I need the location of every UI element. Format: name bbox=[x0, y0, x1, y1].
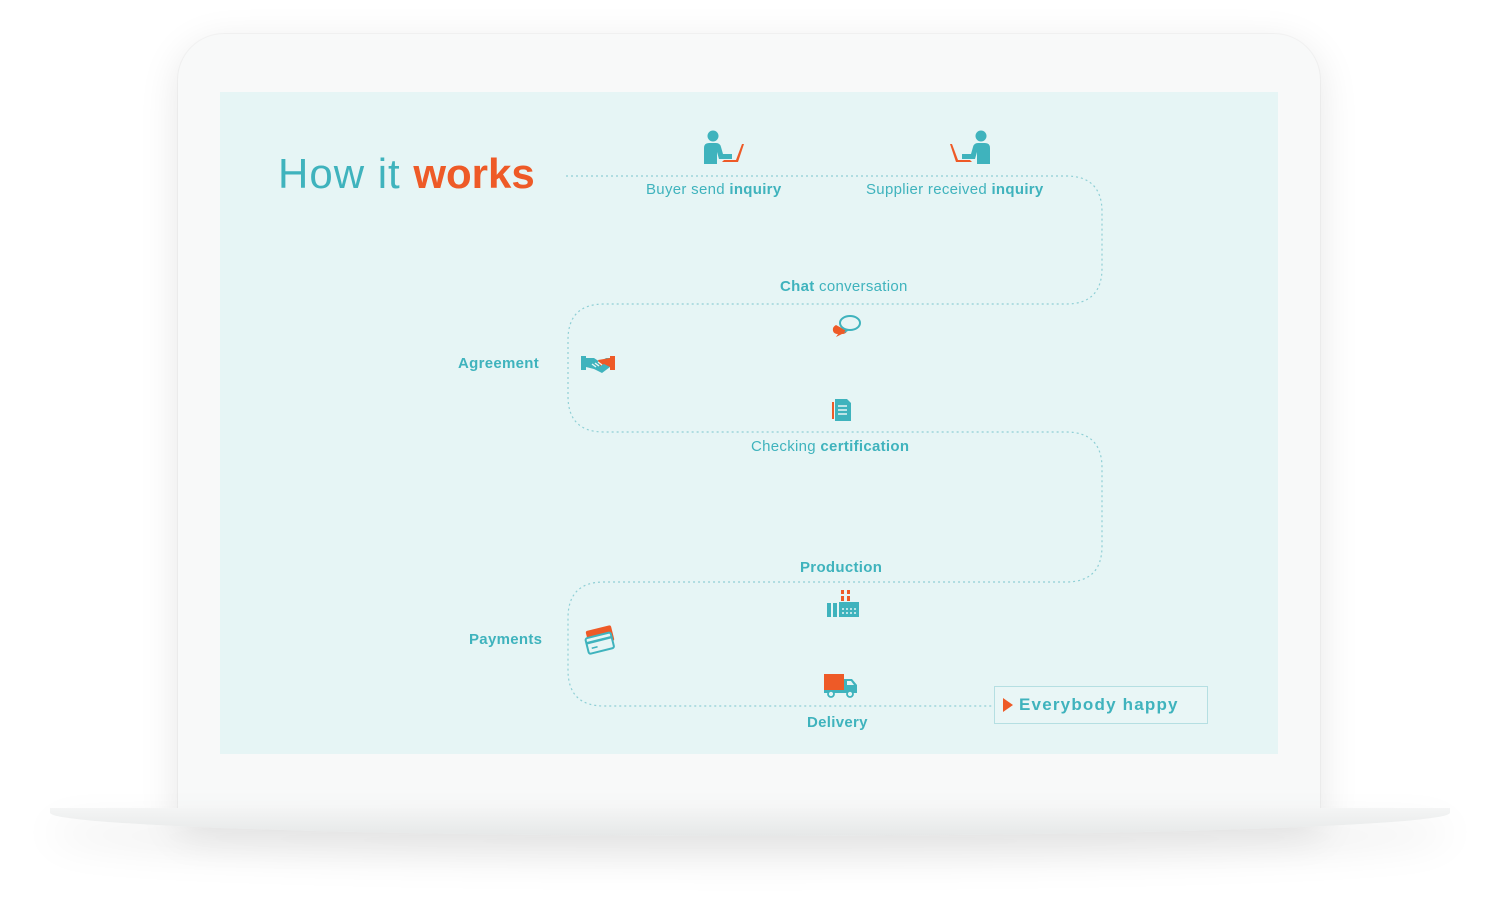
chat-bubbles-icon bbox=[832, 315, 861, 337]
title-light: How it bbox=[278, 150, 414, 197]
factory-icon bbox=[827, 590, 859, 617]
step-chat-label: Chat conversation bbox=[780, 278, 908, 295]
step-agreement-label: Agreement bbox=[458, 355, 539, 372]
buyer-light: Buyer send bbox=[646, 181, 730, 198]
delivery-bold: Delivery bbox=[807, 714, 868, 731]
title-strong: works bbox=[413, 150, 535, 197]
supplier-bold: inquiry bbox=[991, 181, 1044, 198]
step-payments-label: Payments bbox=[469, 631, 542, 648]
certification-bold: certification bbox=[820, 438, 910, 455]
payments-bold: Payments bbox=[469, 631, 543, 648]
truck-icon bbox=[824, 674, 857, 698]
step-delivery-label: Delivery bbox=[807, 714, 868, 731]
step-supplier-label: Supplier received inquiry bbox=[866, 181, 1044, 198]
step-buyer-label: Buyer send inquiry bbox=[646, 181, 781, 198]
page-title: How it works bbox=[278, 150, 535, 198]
handshake-icon bbox=[581, 356, 615, 373]
chat-bold: Chat bbox=[780, 278, 815, 295]
step-certification-label: Checking certification bbox=[751, 438, 909, 455]
chat-light: conversation bbox=[814, 278, 908, 295]
laptop-screen: How it works Buyer send inquiry Supplier… bbox=[220, 92, 1278, 754]
document-icon bbox=[832, 399, 851, 421]
credit-card-icon bbox=[584, 625, 615, 655]
buyer-laptop-icon bbox=[704, 130, 744, 164]
supplier-light: Supplier received bbox=[866, 181, 992, 198]
step-production-label: Production bbox=[800, 559, 882, 576]
everybody-happy-button[interactable]: Everybody happy bbox=[994, 686, 1208, 724]
laptop-base bbox=[50, 808, 1450, 836]
production-bold: Production bbox=[800, 559, 883, 576]
agreement-bold: Agreement bbox=[458, 355, 540, 372]
cta-label: Everybody happy bbox=[1019, 695, 1179, 714]
certification-light: Checking bbox=[751, 438, 821, 455]
supplier-laptop-icon bbox=[950, 130, 990, 164]
buyer-bold: inquiry bbox=[729, 181, 782, 198]
play-arrow-icon bbox=[1003, 698, 1013, 712]
